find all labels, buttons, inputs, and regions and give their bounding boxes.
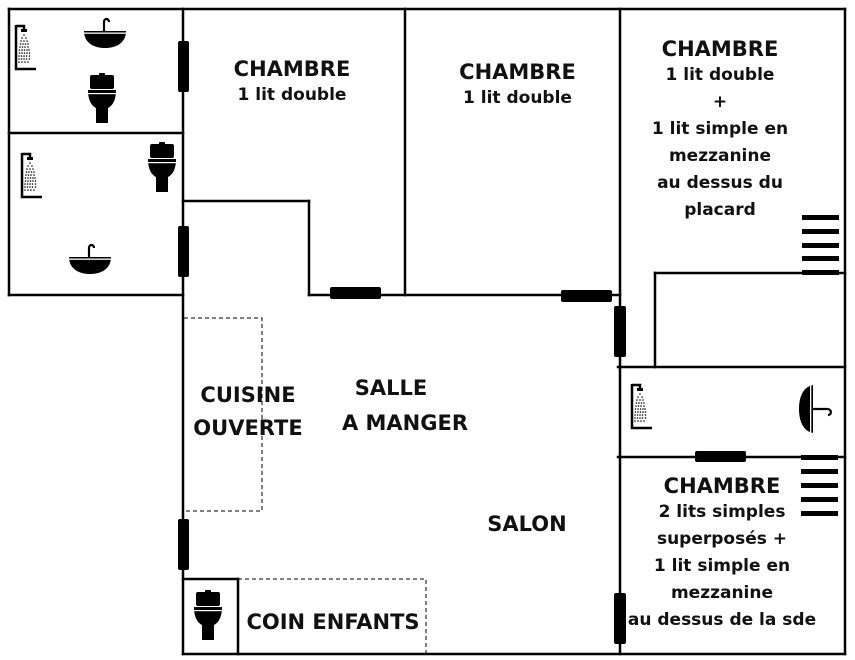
room-title: CHAMBRE [663,474,781,498]
room-detail: 1 lit simple en [651,119,789,139]
room-detail: au dessus de la sde [627,610,817,630]
living-label: SALON [467,511,587,537]
bedroom-4-label: CHAMBRE 2 lits simples superposés + 1 li… [622,473,822,634]
door-icon[interactable] [614,593,626,644]
room-detail: mezzanine [670,583,774,603]
dining-label: SALLE A MANGER [325,371,485,441]
room-detail: superposés + [656,529,788,549]
kids-corner-label: COIN ENFANTS [240,609,426,635]
room-detail: + [712,92,728,112]
bedroom-2-label: CHAMBRE 1 lit double [415,59,620,112]
room-title: SALON [487,512,567,536]
room-title: CHAMBRE [661,37,779,61]
doors [178,41,746,644]
room-title: COIN ENFANTS [246,610,420,634]
toilet-icon [194,590,222,640]
sink-icon [67,243,113,276]
room-detail: 1 lit double [237,85,347,105]
room-detail: au dessus du [657,173,783,193]
ladder-icon [801,455,838,516]
room-title: CHAMBRE [459,60,576,84]
room-detail: mezzanine [668,146,772,166]
room-detail: placard [684,200,756,220]
door-icon[interactable] [330,287,381,299]
room-detail: 1 lit simple en [653,556,791,576]
door-icon[interactable] [561,290,612,302]
door-icon[interactable] [178,226,189,277]
kitchen-zone [184,317,263,512]
door-icon[interactable] [614,306,626,357]
shower-icon [630,382,654,430]
room-detail: 2 lits simples [658,502,786,522]
kids-corner-zone [238,578,427,654]
shower-icon [20,151,44,199]
bedroom-1-label: CHAMBRE 1 lit double [191,56,393,109]
ladder-icon [802,215,839,275]
room-title: CUISINE [200,383,296,407]
room-title: A MANGER [341,411,469,435]
room-detail: 1 lit double [463,88,572,108]
door-icon[interactable] [178,41,189,92]
kitchen-label: CUISINE OUVERTE [188,379,308,445]
room-title: SALLE [354,376,428,400]
room-detail: 1 lit double [665,65,775,85]
door-icon[interactable] [178,519,189,570]
toilet-icon [88,73,116,123]
room-title: OUVERTE [193,416,303,440]
shower-icon [14,23,38,71]
bedroom-3-label: CHAMBRE 1 lit double + 1 lit simple en m… [620,36,820,224]
sink-icon [799,385,832,433]
walls [7,7,847,656]
door-icon[interactable] [695,451,746,462]
toilet-icon [148,142,176,192]
sink-icon [82,17,128,50]
room-title: CHAMBRE [233,57,351,81]
